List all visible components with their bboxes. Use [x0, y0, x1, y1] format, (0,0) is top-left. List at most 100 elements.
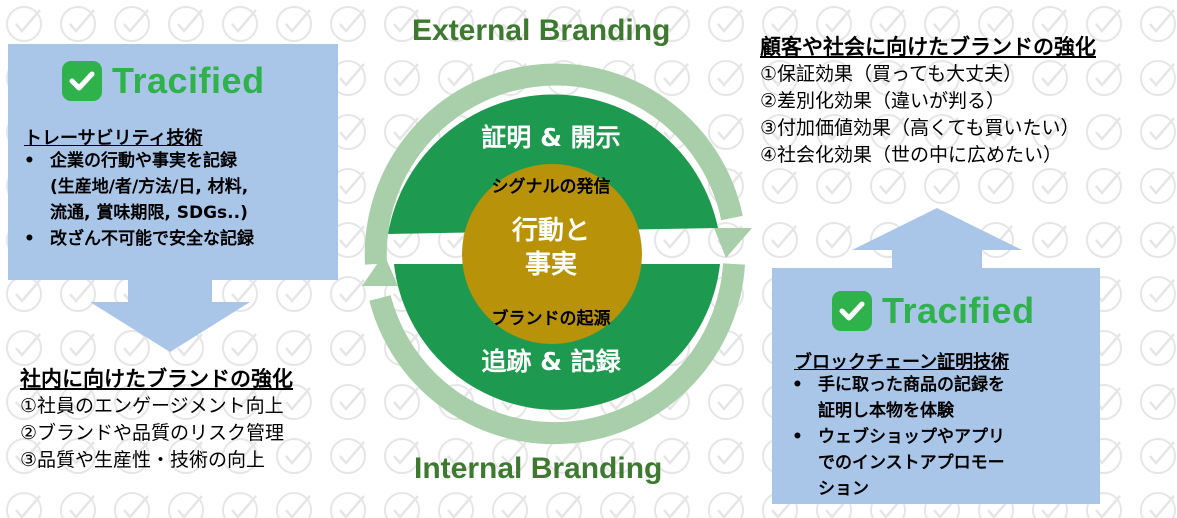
internal-item: ②ブランドや品質のリスク管理 [20, 422, 285, 444]
pattern-check-icon [654, 6, 690, 42]
pattern-check-icon [276, 330, 312, 366]
pattern-check-icon [708, 6, 744, 42]
pattern-check-icon [384, 492, 420, 518]
pattern-check-icon [60, 492, 96, 518]
pattern-check-icon [276, 492, 312, 518]
pattern-check-icon [708, 492, 744, 518]
pattern-check-icon [1140, 60, 1176, 96]
pattern-check-icon [1086, 6, 1122, 42]
pattern-check-icon [1032, 222, 1068, 258]
pattern-check-icon [654, 60, 690, 96]
pattern-check-icon [924, 6, 960, 42]
pattern-check-icon [1140, 114, 1176, 150]
pattern-check-icon [1086, 222, 1122, 258]
pattern-check-icon [6, 6, 42, 42]
pattern-check-icon [870, 60, 906, 96]
pattern-check-icon [222, 384, 258, 420]
pattern-check-icon [870, 114, 906, 150]
pattern-check-icon [168, 6, 204, 42]
pattern-check-icon [168, 438, 204, 474]
pattern-check-icon [6, 492, 42, 518]
pattern-check-icon [1032, 6, 1068, 42]
pattern-check-icon [6, 276, 42, 312]
pattern-check-icon [978, 114, 1014, 150]
pattern-check-icon [708, 114, 744, 150]
pattern-check-icon [762, 60, 798, 96]
tracified-logo: Tracified [62, 60, 265, 102]
pattern-check-icon [924, 114, 960, 150]
pattern-check-icon [384, 438, 420, 474]
pattern-check-icon [1032, 60, 1068, 96]
pattern-check-icon [276, 438, 312, 474]
pattern-check-icon [1032, 168, 1068, 204]
traceability-panel: Tracified トレーサビリティ技術 企業の行動や事実を記録(生産地/者/方… [8, 44, 338, 280]
pattern-check-icon [708, 60, 744, 96]
bullet-record-facts: 企業の行動や事実を記録(生産地/者/方法/日, 材料,流通, 賞味期限, SDG… [10, 148, 254, 226]
pattern-check-icon [114, 438, 150, 474]
pattern-check-icon [1140, 276, 1176, 312]
pattern-check-icon [384, 384, 420, 420]
pattern-check-icon [492, 492, 528, 518]
pattern-check-icon [330, 492, 366, 518]
pattern-check-icon [1086, 168, 1122, 204]
branding-cycle-diagram [362, 63, 752, 445]
pattern-check-icon [1140, 6, 1176, 42]
external-item: ④社会化効果（世の中に広めたい） [760, 144, 1063, 166]
pattern-check-icon [222, 492, 258, 518]
core-line: 行動と [511, 216, 590, 246]
pattern-check-icon [762, 114, 798, 150]
pattern-check-icon [654, 492, 690, 518]
pattern-check-icon [1140, 168, 1176, 204]
bullet-tamper-proof: 改ざん不可能で安全な記録 [10, 226, 254, 252]
cycle-top-title: 証明 & 開示 [481, 123, 621, 152]
pattern-check-icon [60, 6, 96, 42]
external-branding-label: External Branding [412, 14, 671, 47]
pattern-check-icon [600, 492, 636, 518]
pattern-check-icon [6, 384, 42, 420]
pattern-check-icon [1086, 492, 1122, 518]
pattern-check-icon [762, 222, 798, 258]
pattern-check-icon [222, 6, 258, 42]
traceability-tech-title: トレーサビリティ技術 [24, 128, 203, 149]
blockchain-tech-title: ブロックチェーン証明技術 [794, 352, 1010, 373]
pattern-check-icon [762, 6, 798, 42]
pattern-check-icon [816, 168, 852, 204]
pattern-check-icon [762, 168, 798, 204]
pattern-check-icon [708, 384, 744, 420]
cycle-top-subtitle: シグナルの発信 [491, 177, 611, 197]
pattern-check-icon [1140, 330, 1176, 366]
tracified-check-icon [832, 291, 872, 331]
pattern-check-icon [330, 6, 366, 42]
pattern-check-icon [600, 438, 636, 474]
pattern-check-icon [870, 6, 906, 42]
pattern-check-icon [114, 330, 150, 366]
pattern-check-icon [168, 492, 204, 518]
pattern-check-icon [816, 114, 852, 150]
pattern-check-icon [1140, 384, 1176, 420]
external-item: ③付加価値効果（高くても買いたい） [760, 117, 1080, 139]
pattern-check-icon [546, 492, 582, 518]
pattern-check-icon [6, 330, 42, 366]
blockchain-panel: Tracified ブロックチェーン証明技術 手に取った商品の記録を証明し本物を… [772, 268, 1100, 504]
pattern-check-icon [816, 60, 852, 96]
internal-item: ③品質や生産性・技術の向上 [20, 449, 266, 471]
pattern-check-icon [384, 6, 420, 42]
pattern-check-icon [384, 60, 420, 96]
pattern-check-icon [816, 6, 852, 42]
external-item: ②差別化効果（違いが判る） [760, 90, 1006, 112]
pattern-check-icon [708, 438, 744, 474]
pattern-check-icon [438, 6, 474, 42]
pattern-check-icon [1086, 60, 1122, 96]
up-arrow [852, 208, 1022, 270]
pattern-check-icon [924, 168, 960, 204]
pattern-check-icon [600, 6, 636, 42]
tracified-check-icon [62, 61, 102, 101]
pattern-check-icon [1032, 114, 1068, 150]
internal-item: ①社員のエンゲージメント向上 [20, 395, 284, 417]
external-item: ①保証効果（買っても大丈夫） [760, 63, 1023, 85]
pattern-check-icon [60, 384, 96, 420]
traceability-bullets: 企業の行動や事実を記録(生産地/者/方法/日, 材料,流通, 賞味期限, SDG… [10, 148, 254, 252]
pattern-check-icon [114, 384, 150, 420]
